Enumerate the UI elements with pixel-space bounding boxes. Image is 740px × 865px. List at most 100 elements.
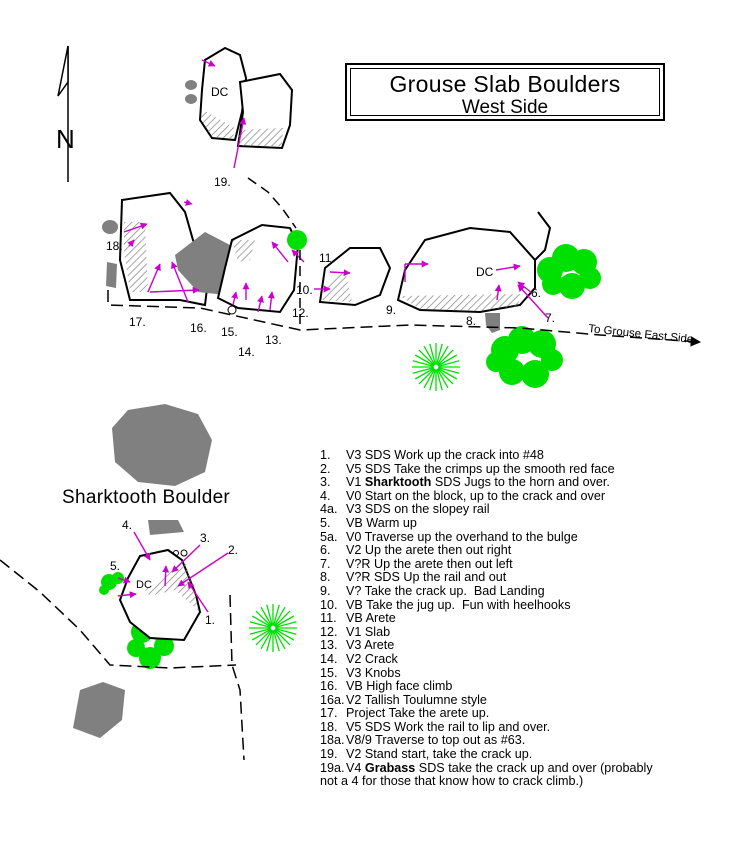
legend-row: 7.V?R Up the arete then out left [320, 556, 735, 572]
legend-text-pre: V2 Up the arete then out right [346, 543, 512, 558]
legend-text-pre: V? Take the crack up. Bad Landing [346, 583, 545, 598]
legend-row: 17.Project Take the arete up. [320, 706, 735, 721]
legend-row: 5a.V0 Traverse up the overhand to the bu… [320, 529, 735, 545]
legend-text: V0 Traverse up the overhand to the bulge [346, 529, 578, 545]
label-shark-3: 3. [200, 531, 210, 545]
legend-text-pre: V1 [346, 475, 365, 490]
legend-text-pre: V2 Stand start, take the crack up. [346, 747, 533, 762]
bush-icons [249, 343, 460, 652]
legend-number: 4a. [320, 502, 338, 517]
legend-text: V2 Crack [346, 652, 398, 667]
legend-text: V5 SDS Work the rail to lip and over. [346, 719, 551, 735]
boulder-10-11 [314, 247, 392, 307]
legend-number: 9. [320, 583, 331, 598]
legend-text: V3 SDS on the slopey rail [346, 503, 490, 517]
legend-row: 19a.V4 Grabass SDS take the crack up and… [320, 760, 735, 776]
legend-text: V? Take the crack up. Bad Landing [346, 583, 545, 599]
legend-number: 5. [320, 515, 331, 530]
legend-text-pre: V0 Start on the block, up to the crack a… [346, 488, 606, 503]
label-18: 18. [106, 239, 123, 253]
boulder-6-9: DC [396, 211, 552, 333]
legend-number: 1. [320, 448, 331, 462]
label-shark-1: 1. [205, 613, 215, 627]
legend-text-pre: V5 SDS Work the rail to lip and over. [346, 719, 551, 734]
legend-text: V8/9 Traverse to top out as #63. [346, 734, 525, 748]
legend-row: 1.V3 SDS Work up the crack into #48 [320, 448, 735, 463]
legend-text: V0 Start on the block, up to the crack a… [346, 488, 606, 504]
legend-row: 12.V1 Slab [320, 624, 735, 640]
legend-row: 11. VB Arete [320, 611, 735, 626]
legend-row: 2. V5 SDS Take the crimps up the smooth r… [320, 461, 735, 477]
legend-row: 3. V1 Sharktooth SDS Jugs to the horn and… [320, 475, 735, 490]
legend-text-post: SDS take the crack up and over (probably [415, 760, 653, 775]
label-12: 12. [292, 306, 309, 320]
label-15: 15. [221, 325, 238, 339]
legend-number: 10. [320, 597, 338, 612]
legend-row: 5. VB Warm up [320, 515, 735, 531]
legend-text: V1 Sharktooth SDS Jugs to the horn and o… [346, 475, 610, 490]
legend-number: 6. [320, 543, 331, 558]
legend-text: V4 Grabass SDS take the crack up and ove… [346, 760, 653, 776]
gray-boulder-bottom [73, 682, 125, 738]
north-arrow-icon: N [56, 45, 75, 182]
label-shark-5: 5. [110, 559, 120, 573]
legend-text-pre: Project Take the arete up. [346, 706, 490, 721]
legend-text-pre: V8/9 Traverse to top out as #63. [346, 733, 526, 748]
trail-label: To Grouse East Side [588, 323, 694, 346]
legend-text-pre: V?R Up the arete then out left [346, 556, 513, 571]
legend-row: 19. V2 Stand start, take the crack up. [320, 747, 735, 762]
legend-row: 16.VB High face climb [320, 679, 735, 694]
legend-number: 3. [320, 475, 331, 490]
legend-text: V?R Up the arete then out left [346, 556, 513, 572]
legend-row: 4.V0 Start on the block, up to the crack… [320, 488, 735, 504]
legend-text: V2 Tallish Toulumne style [346, 692, 487, 708]
legend-text-pre: V3 SDS on the slopey rail [346, 502, 490, 517]
legend-problem-name: Grabass [364, 760, 416, 775]
legend-text: VB High face climb [346, 679, 453, 694]
legend-number: 13. [320, 638, 338, 653]
legend-text-post: SDS Jugs to the horn and over. [431, 475, 610, 490]
gray-boulder-large [112, 404, 212, 486]
legend-text-pre: V4 [346, 760, 365, 775]
bush-icon [249, 604, 297, 652]
legend-text-pre: V2 Tallish Toulumne style [346, 692, 487, 707]
boulder-19: DC [198, 46, 294, 169]
map-subtitle: West Side [461, 97, 549, 118]
legend-text-pre: V0 Traverse up the overhand to the bulge [346, 529, 578, 544]
sharktooth-boulder: DC [117, 531, 229, 642]
legend-text-pre: VB Arete [346, 611, 396, 626]
legend-text-pre: V?R SDS Up the rail and out [346, 570, 507, 585]
legend-text-pre: V3 Arete [346, 638, 395, 653]
label-17: 17. [129, 315, 146, 329]
legend-text: VB Arete [346, 611, 396, 626]
legend-row: 18a.V8/9 Traverse to top out as #63. [320, 734, 735, 748]
legend-text-pre: VB High face climb [346, 679, 453, 694]
legend-row: 13. V3 Arete [320, 639, 735, 653]
legend-text-pre: V1 Slab [346, 624, 391, 639]
label-11: 11. [319, 251, 335, 265]
sharktooth-boulder-label: Sharktooth Boulder [62, 487, 231, 508]
legend-problem-name: Sharktooth [364, 475, 432, 490]
north-label: N [56, 124, 75, 154]
legend-number: 18. [320, 719, 338, 734]
legend-number: 11. [320, 611, 337, 626]
legend-row: 16a.V2 Tallish Toulumne style [320, 692, 735, 708]
boulder-12-15 [216, 223, 307, 315]
legend-number: 18a. [320, 733, 345, 748]
legend-text-pre: VB Take the jug up. Fun with heelhooks [346, 597, 571, 612]
label-10: 10. [296, 283, 313, 297]
legend-text-pre: V5 SDS Take the crimps up the smooth red… [346, 461, 615, 476]
legend-text: VB Take the jug up. Fun with heelhooks [346, 597, 571, 613]
label-16: 16. [190, 321, 207, 335]
map-number-labels: 19. 18. 17. 16. 15. 14. 13. 12. 11. 10. … [106, 175, 555, 627]
legend-row: 8.V?R SDS Up the rail and out [320, 571, 735, 585]
legend-number: 15. [320, 665, 338, 680]
legend-text: VB Warm up [346, 516, 417, 531]
label-13: 13. [265, 333, 282, 347]
legend-number: 19. [320, 747, 338, 762]
label-8: 8. [466, 314, 476, 328]
legend-number: 14. [320, 651, 338, 666]
dc-label-top: DC [211, 85, 229, 99]
legend-number: 2. [320, 461, 331, 476]
